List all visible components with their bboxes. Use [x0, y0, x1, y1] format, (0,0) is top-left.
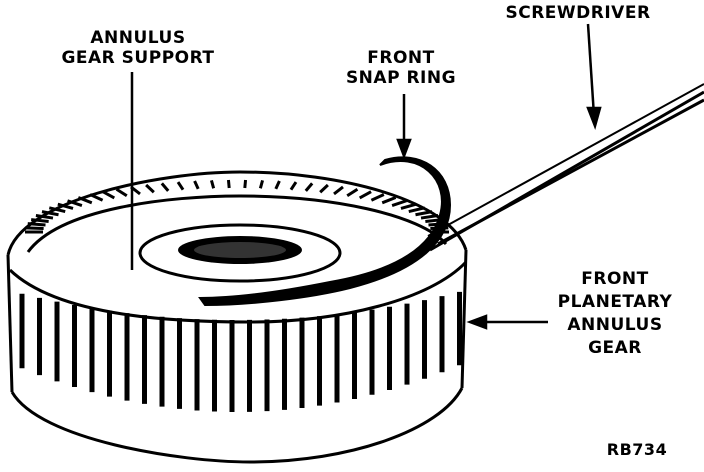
label-front-snap-ring: FRONT SNAP RING — [336, 48, 466, 88]
label-line: FRONT — [367, 48, 435, 68]
figure-code: RB734 — [602, 440, 672, 460]
front-snap-ring — [198, 156, 452, 307]
inner-tooth — [209, 179, 216, 189]
label-line: GEAR SUPPORT — [61, 48, 215, 68]
inner-tooth — [258, 179, 265, 189]
label-front-planetary-annulus-gear: FRONT PLANETARY ANNULUS GEAR — [545, 268, 685, 360]
inner-tooth — [274, 180, 281, 190]
inner-tooth — [400, 202, 417, 210]
inner-tooth — [243, 179, 248, 189]
inner-tooth — [333, 185, 344, 196]
leader-lines — [130, 23, 602, 330]
inner-tooth — [89, 193, 104, 202]
label-line: ANNULUS — [567, 315, 663, 335]
inner-tooth — [346, 187, 359, 198]
label-line: SCREWDRIVER — [505, 3, 651, 23]
inner-tooth — [176, 181, 185, 191]
gear-inner-rim — [26, 194, 448, 253]
inner-tooth — [420, 214, 439, 220]
label-line: SNAP RING — [345, 68, 457, 88]
inner-tooth — [145, 183, 155, 194]
inner-tooth — [67, 199, 83, 207]
inner-tooth — [358, 190, 372, 200]
inner-tooth — [48, 206, 66, 214]
inner-tooth — [193, 180, 200, 190]
inner-tooth — [415, 210, 433, 217]
inner-tooth — [115, 187, 128, 198]
inner-tooth — [226, 179, 231, 189]
label-annulus-gear-support: ANNULUS GEAR SUPPORT — [58, 28, 218, 68]
gear-top-rim — [6, 170, 468, 256]
inner-tooth — [160, 182, 170, 192]
inner-tooth — [381, 196, 397, 205]
label-line: ANNULUS — [90, 28, 186, 48]
annulus-gear-support — [138, 223, 342, 283]
inner-tooth — [27, 222, 46, 227]
gear-teeth — [19, 291, 462, 412]
label-line: FRONT — [581, 269, 649, 289]
inner-tooth — [304, 182, 314, 192]
inner-tooth — [25, 226, 44, 230]
figure-code-text: RB734 — [606, 440, 668, 459]
inner-tooth — [30, 218, 49, 223]
label-line: PLANETARY — [557, 292, 673, 312]
label-line: GEAR — [588, 338, 642, 358]
inner-tooth — [391, 199, 407, 207]
inner-tooth — [408, 206, 426, 214]
inner-tooth — [41, 210, 59, 217]
inner-tooth — [77, 196, 93, 205]
inner-tooth — [35, 214, 54, 220]
inner-tooth — [289, 181, 298, 191]
inner-tooth — [57, 202, 74, 210]
inner-tooth — [370, 193, 385, 202]
label-screwdriver: SCREWDRIVER — [498, 3, 658, 23]
inner-tooth — [102, 190, 116, 200]
gear-bottom-rim — [10, 387, 464, 464]
inner-tooth — [319, 183, 329, 194]
screwdriver — [427, 83, 704, 252]
